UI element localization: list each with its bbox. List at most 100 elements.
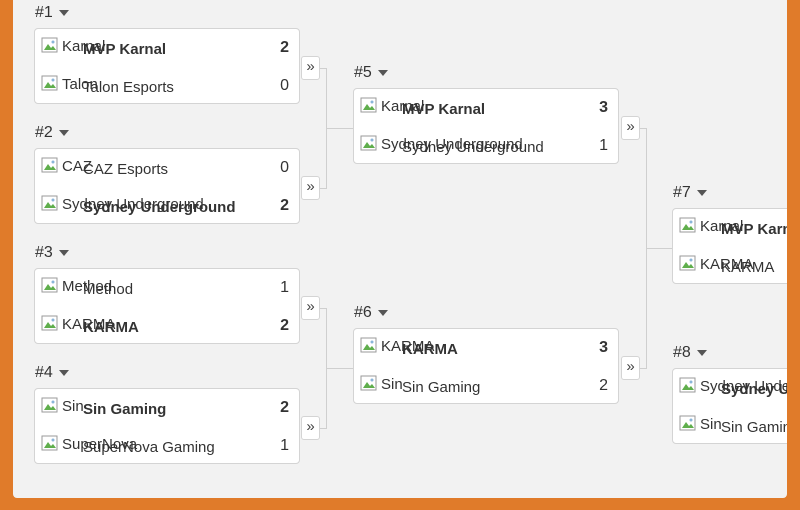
team-row[interactable]: SuperNova SuperNova Gaming 1 xyxy=(35,427,299,465)
team-score: 1 xyxy=(280,437,289,454)
advance-button[interactable]: » xyxy=(621,356,640,380)
team-score: 2 xyxy=(280,399,289,416)
team-row[interactable]: CAZ CAZ Esports 0 xyxy=(35,149,299,187)
chevron-down-icon[interactable] xyxy=(696,190,707,196)
team-name: KARMA xyxy=(402,341,458,358)
team-row[interactable]: Karnal MVP Karnal 3 xyxy=(354,89,618,127)
team-score: 0 xyxy=(280,159,289,176)
match-label-2[interactable]: #2 xyxy=(35,124,69,142)
match-card-6[interactable]: KARMA KARMA 3 Sin Sin Gaming 2 xyxy=(353,328,619,404)
connector xyxy=(646,248,672,249)
connector xyxy=(320,308,326,309)
match-number: #7 xyxy=(673,184,691,201)
logo-alt-text: Karnal xyxy=(62,38,106,55)
team-row[interactable]: KARMA KARMA 2 xyxy=(35,307,299,345)
team-name: MVP Karnal xyxy=(83,41,167,58)
advance-button[interactable]: » xyxy=(621,116,640,140)
connector xyxy=(320,188,326,189)
bracket-panel: #1 Karnal MVP Karnal 2 Talon Talon Espor… xyxy=(13,0,787,498)
team-score: 2 xyxy=(280,197,289,214)
logo-alt-text: Sydney Underground xyxy=(381,136,523,153)
match-number: #8 xyxy=(673,344,691,361)
match-card-1[interactable]: Karnal MVP Karnal 2 Talon Talon Esports … xyxy=(34,28,300,104)
connector xyxy=(640,128,646,129)
team-row[interactable]: KARMA KARMA 3 xyxy=(354,329,618,367)
match-card-2[interactable]: CAZ CAZ Esports 0 Sydney Underground Syd… xyxy=(34,148,300,224)
match-label-4[interactable]: #4 xyxy=(35,364,69,382)
team-score: 2 xyxy=(599,377,608,394)
chevron-down-icon[interactable] xyxy=(58,250,69,256)
team-score: 2 xyxy=(280,317,289,334)
chevron-down-icon[interactable] xyxy=(58,10,69,16)
broken-image-icon xyxy=(360,337,377,353)
team-score: 1 xyxy=(599,137,608,154)
team-name: KARMA xyxy=(83,319,139,336)
match-card-3[interactable]: Method Method 1 KARMA KARMA 2 xyxy=(34,268,300,344)
logo-alt-text: Sin xyxy=(700,416,722,433)
broken-image-icon xyxy=(360,375,377,391)
team-name: Method xyxy=(83,281,134,298)
broken-image-icon xyxy=(679,255,696,271)
advance-button[interactable]: » xyxy=(301,416,320,440)
logo-alt-text: KARMA xyxy=(62,316,116,333)
match-card-4[interactable]: Sin Sin Gaming 2 SuperNova SuperNova Gam… xyxy=(34,388,300,464)
logo-alt-text: SuperNova xyxy=(62,436,138,453)
team-score: 1 xyxy=(280,279,289,296)
advance-button[interactable]: » xyxy=(301,176,320,200)
team-score: 3 xyxy=(599,99,608,116)
advance-button[interactable]: » xyxy=(301,296,320,320)
team-row[interactable]: Sydney Underground Sydney Underground xyxy=(673,369,787,407)
team-row[interactable]: Sydney Underground Sydney Underground 1 xyxy=(354,127,618,165)
team-row[interactable]: Talon Talon Esports 0 xyxy=(35,67,299,105)
team-row[interactable]: Sin Sin Gaming 2 xyxy=(354,367,618,405)
match-label-1[interactable]: #1 xyxy=(35,4,69,22)
broken-image-icon xyxy=(679,377,696,393)
chevron-down-icon[interactable] xyxy=(58,370,69,376)
team-name: Sin Gaming xyxy=(721,419,787,436)
broken-image-icon xyxy=(360,97,377,113)
connector xyxy=(320,428,326,429)
logo-alt-text: Karnal xyxy=(381,98,425,115)
match-number: #6 xyxy=(354,304,372,321)
match-label-5[interactable]: #5 xyxy=(354,64,388,82)
chevron-down-icon[interactable] xyxy=(696,350,707,356)
broken-image-icon xyxy=(41,195,58,211)
match-label-3[interactable]: #3 xyxy=(35,244,69,262)
team-row[interactable]: Karnal MVP Karnal xyxy=(673,209,787,247)
team-name: CAZ Esports xyxy=(83,161,169,178)
team-row[interactable]: Method Method 1 xyxy=(35,269,299,307)
broken-image-icon xyxy=(41,157,58,173)
match-label-8[interactable]: #8 xyxy=(673,344,707,362)
logo-alt-text: Karnal xyxy=(700,218,744,235)
match-card-8[interactable]: Sydney Underground Sydney Underground Si… xyxy=(672,368,787,444)
team-row[interactable]: Karnal MVP Karnal 2 xyxy=(35,29,299,67)
match-label-6[interactable]: #6 xyxy=(354,304,388,322)
logo-alt-text: KARMA xyxy=(381,338,435,355)
team-row[interactable]: Sydney Underground Sydney Underground 2 xyxy=(35,187,299,225)
team-row[interactable]: Sin Sin Gaming 2 xyxy=(35,389,299,427)
match-card-5[interactable]: Karnal MVP Karnal 3 Sydney Underground S… xyxy=(353,88,619,164)
broken-image-icon xyxy=(679,415,696,431)
logo-alt-text: Sin xyxy=(381,376,403,393)
team-row[interactable]: KARMA KARMA xyxy=(673,247,787,285)
advance-button[interactable]: » xyxy=(301,56,320,80)
logo-alt-text: Sydney Underground xyxy=(700,378,787,395)
team-name: Talon Esports xyxy=(83,79,174,96)
team-name: MVP Karnal xyxy=(402,101,486,118)
team-score: 2 xyxy=(280,39,289,56)
chevron-down-icon[interactable] xyxy=(377,70,388,76)
team-name: Sydney Underground xyxy=(402,139,544,156)
team-name: MVP Karnal xyxy=(721,221,787,238)
connector xyxy=(640,368,646,369)
broken-image-icon xyxy=(41,315,58,331)
team-score: 0 xyxy=(280,77,289,94)
logo-alt-text: Talon xyxy=(62,76,98,93)
broken-image-icon xyxy=(41,37,58,53)
team-name: Sydney Underground xyxy=(721,381,787,398)
chevron-down-icon[interactable] xyxy=(377,310,388,316)
match-number: #2 xyxy=(35,124,53,141)
match-label-7[interactable]: #7 xyxy=(673,184,707,202)
chevron-down-icon[interactable] xyxy=(58,130,69,136)
match-card-7[interactable]: Karnal MVP Karnal KARMA KARMA xyxy=(672,208,787,284)
team-row[interactable]: Sin Sin Gaming xyxy=(673,407,787,445)
